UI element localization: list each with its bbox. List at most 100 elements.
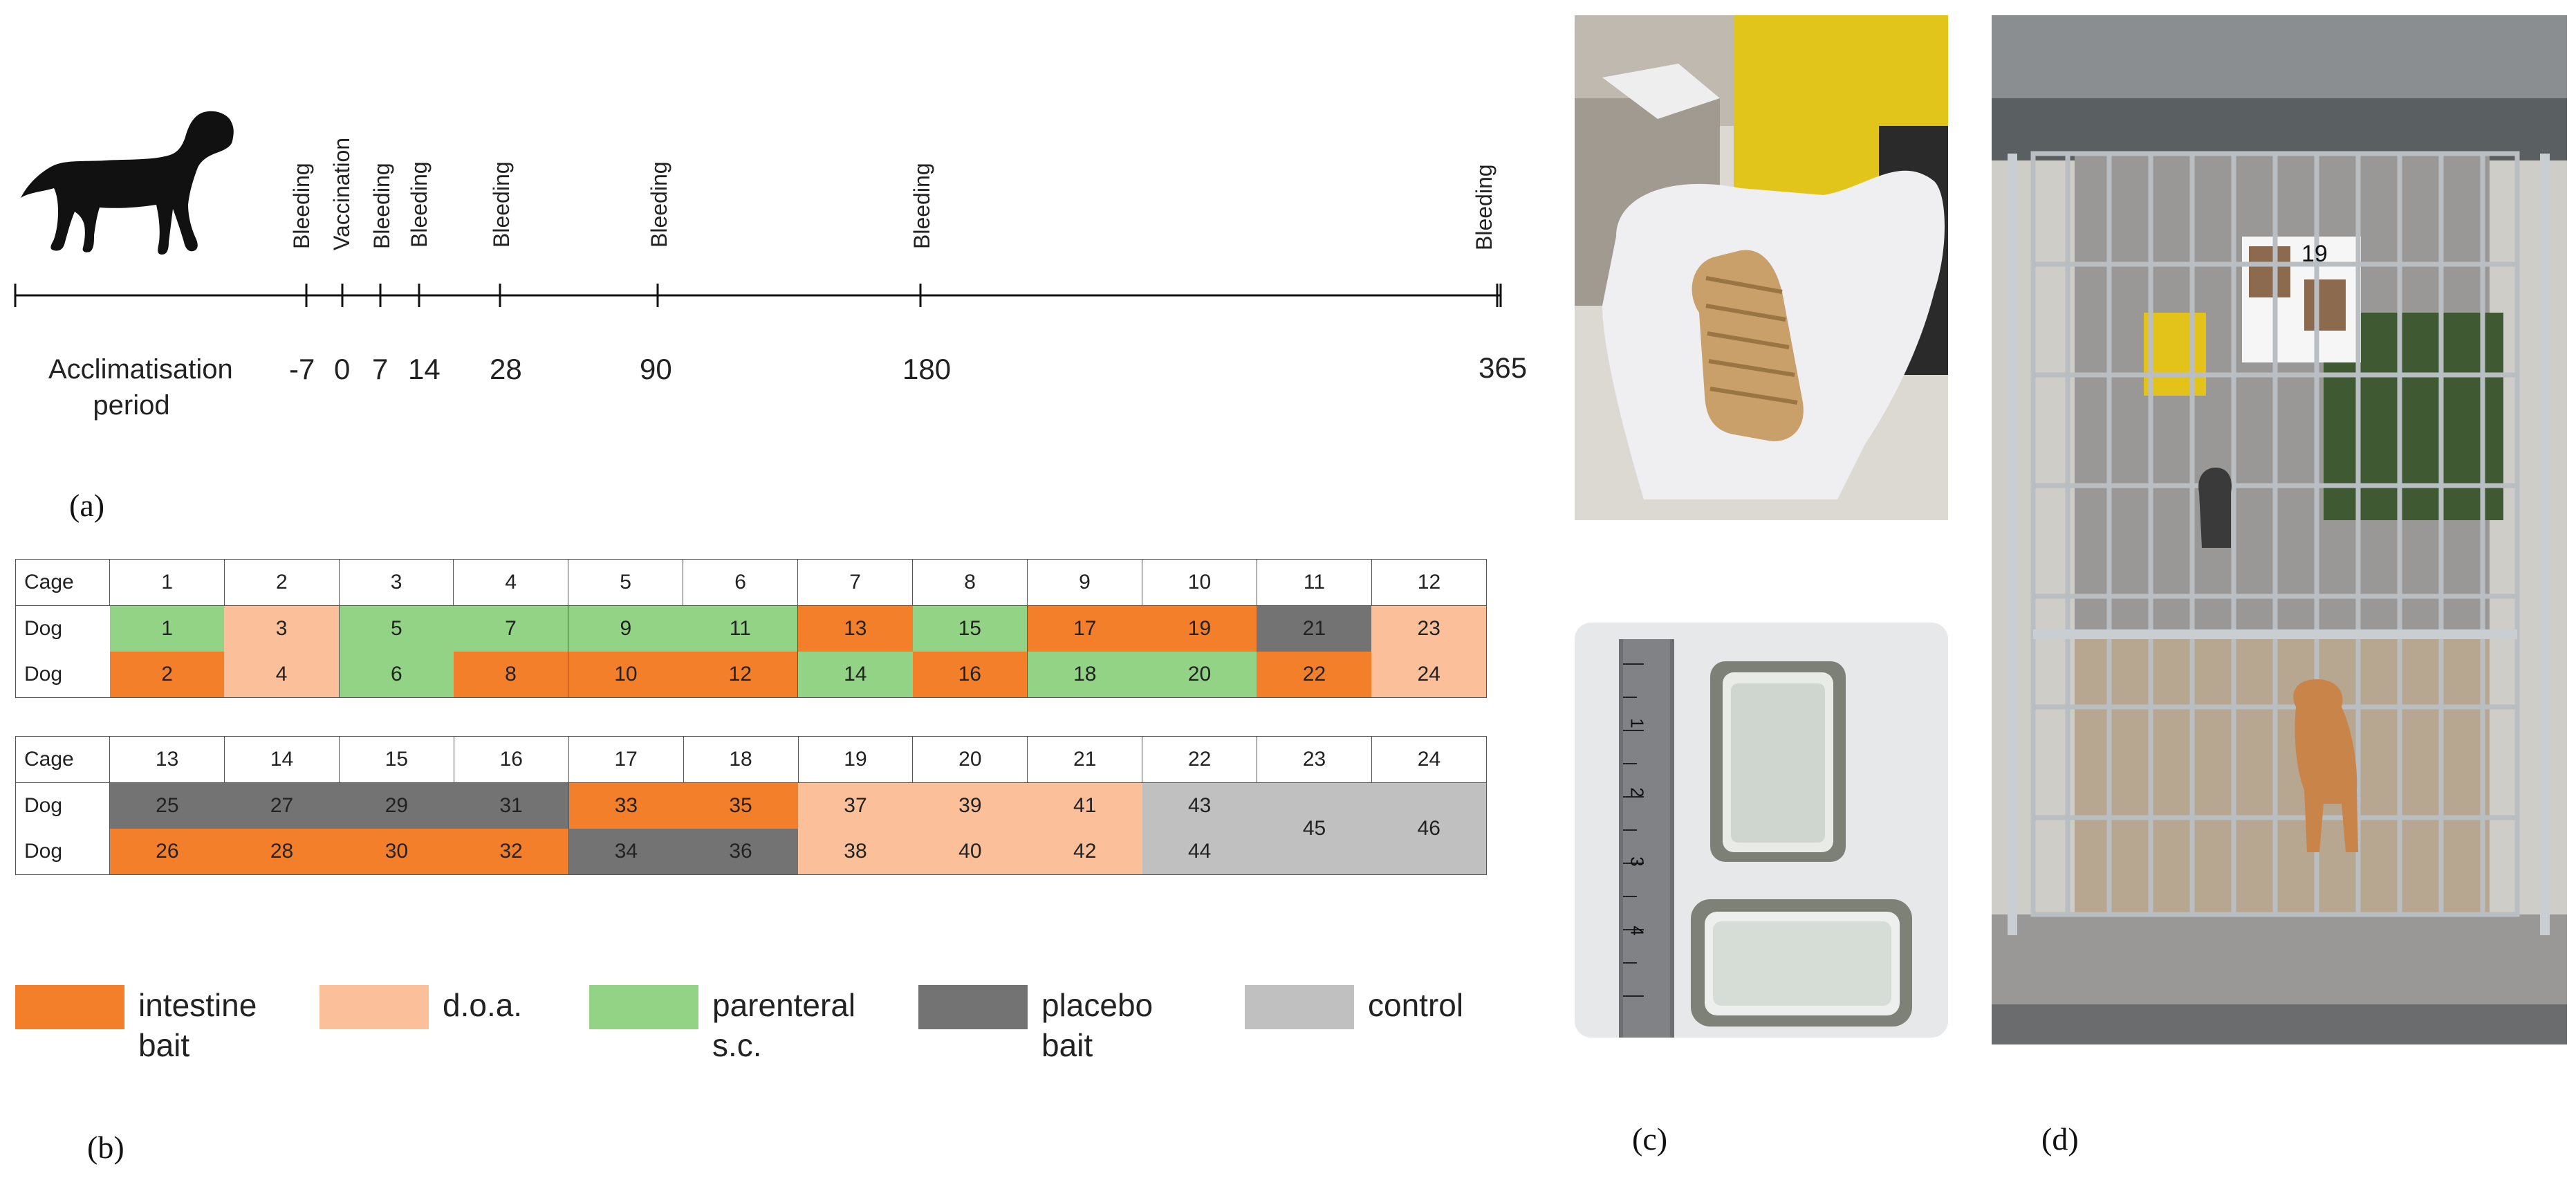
dog-cell: 37 <box>798 782 913 829</box>
cage-number: 4 <box>453 559 568 606</box>
cage-number: 8 <box>912 559 1028 606</box>
dog-cell: 38 <box>798 829 913 875</box>
cage-number: 6 <box>683 559 798 606</box>
cage-number: 22 <box>1142 736 1257 783</box>
dog-cell: 28 <box>224 829 340 875</box>
dog-cell: 3 <box>224 605 340 652</box>
dog-row-label: Dog <box>15 782 110 829</box>
timeline-event-label: Bleeding <box>369 163 394 249</box>
legend-label-line: bait <box>1041 1027 1093 1063</box>
dog-cell: 43 <box>1142 782 1257 829</box>
legend-swatch <box>15 985 124 1029</box>
dog-cell: 19 <box>1142 605 1257 652</box>
legend-label-line: parenteral <box>712 987 856 1023</box>
cage-number: 17 <box>568 736 684 783</box>
cage-sign-number: 19 <box>2301 241 2328 267</box>
dog-cell: 30 <box>339 829 454 875</box>
cage-number: 16 <box>453 736 569 783</box>
dog-cell: 17 <box>1027 605 1142 652</box>
dog-row-label: Dog <box>15 652 110 698</box>
timeline-event-label: Bleeding <box>289 163 314 249</box>
dog-cell: 33 <box>568 782 684 829</box>
dog-cell: 26 <box>109 829 225 875</box>
timeline-day-label: 14 <box>408 353 441 385</box>
cage-number: 10 <box>1141 559 1257 606</box>
ruler-label: 3 <box>1627 856 1648 867</box>
legend-label: parenteral s.c. <box>712 985 855 1065</box>
dog-cell: 5 <box>338 605 454 652</box>
dog-cell: 23 <box>1371 605 1488 652</box>
legend-swatch <box>319 985 429 1029</box>
cage-number: 14 <box>224 736 340 783</box>
legend-label-line: control <box>1368 987 1464 1023</box>
cage-number: 11 <box>1256 559 1372 606</box>
cage-number: 12 <box>1371 559 1488 606</box>
legend-label-line: placebo <box>1041 987 1153 1023</box>
dog-cell: 15 <box>912 605 1028 652</box>
dog-cell: 21 <box>1257 605 1372 652</box>
dog-cell: 32 <box>454 829 569 875</box>
dog-cell: 4 <box>224 652 340 698</box>
dog-cell: 2 <box>109 652 225 698</box>
cage-number: 15 <box>338 736 454 783</box>
legend-label-line: s.c. <box>712 1027 762 1063</box>
legend-label: placebo bait <box>1041 985 1153 1065</box>
dog-cell: 31 <box>454 782 569 829</box>
dog-cell: 6 <box>338 652 454 698</box>
dog-cell: 35 <box>683 782 799 829</box>
dog-cell: 12 <box>683 652 798 698</box>
cage-number: 13 <box>109 736 225 783</box>
panel-label-d: (d) <box>2041 1121 2079 1157</box>
cage-number: 1 <box>109 559 225 606</box>
dog-cell: 41 <box>1027 782 1142 829</box>
dog-cell: 25 <box>109 782 225 829</box>
dog-cell: 13 <box>797 605 913 652</box>
cage-number: 9 <box>1027 559 1142 606</box>
timeline-event-label: Bleeding <box>909 163 934 249</box>
legend-label-line: d.o.a. <box>443 987 523 1023</box>
panel-label-c: (c) <box>1632 1121 1668 1157</box>
dog-cell: 9 <box>568 605 683 652</box>
legend-label: control <box>1368 985 1463 1025</box>
timeline-day-label: 90 <box>640 353 672 385</box>
cage-number: 3 <box>338 559 454 606</box>
timeline-day-label: 0 <box>334 353 351 385</box>
legend-label: d.o.a. <box>443 985 522 1025</box>
ruler-label: 1 <box>1627 718 1648 728</box>
dog-cell: 18 <box>1027 652 1142 698</box>
cage-number: 7 <box>797 559 913 606</box>
dog-cell: 34 <box>568 829 684 875</box>
kennel-photo <box>1992 15 2567 1044</box>
ruler-label: 4 <box>1627 926 1648 936</box>
timeline-event-label: Vaccination <box>329 137 354 250</box>
dog-cell: 40 <box>912 829 1028 875</box>
dog-cell: 36 <box>683 829 799 875</box>
legend-swatch <box>918 985 1028 1029</box>
dog-cell: 1 <box>109 605 225 652</box>
dog-cell: 14 <box>797 652 913 698</box>
dog-cell: 11 <box>683 605 798 652</box>
cage-header-label: Cage <box>15 559 110 606</box>
timeline-event-label: Bleeding <box>1472 164 1497 250</box>
timeline-event-label: Bleeding <box>647 161 671 248</box>
dog-cell: 8 <box>453 652 568 698</box>
dog-cell: 46 <box>1371 782 1488 875</box>
panel-label-a: (a) <box>69 488 105 523</box>
ruler-label: 2 <box>1627 787 1648 798</box>
timeline-axis <box>14 284 1502 307</box>
dog-in-kennel <box>2293 679 2358 852</box>
bait-sachets-photo <box>1575 623 1948 1038</box>
cage-number: 19 <box>797 736 913 783</box>
cage-number: 5 <box>568 559 683 606</box>
cage-number: 20 <box>912 736 1028 783</box>
timeline-day-label: 365 <box>1479 351 1528 384</box>
legend-swatch <box>1245 985 1354 1029</box>
timeline-event-label: Bleeding <box>489 161 514 248</box>
dog-cell: 39 <box>912 782 1028 829</box>
dog-cell: 16 <box>912 652 1028 698</box>
cage-number: 24 <box>1371 736 1488 783</box>
cage-number: 21 <box>1027 736 1142 783</box>
timeline-day-label: 7 <box>372 353 389 385</box>
